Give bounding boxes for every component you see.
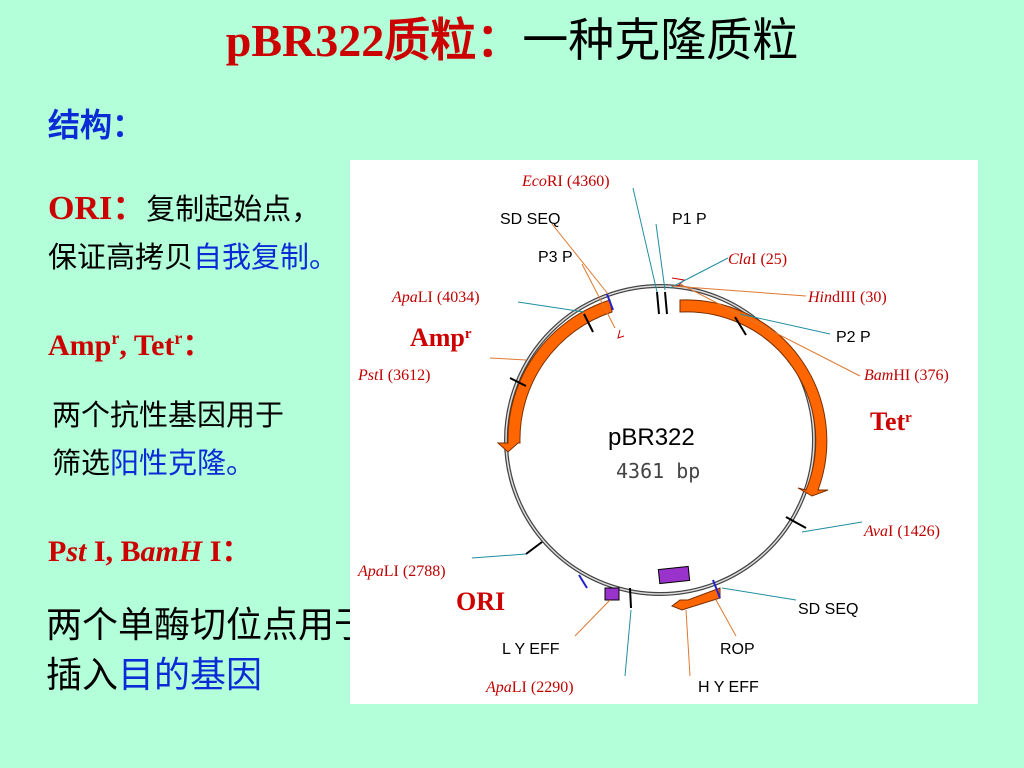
rop-arrow bbox=[670, 587, 721, 611]
psti-label: PstI (3612) bbox=[357, 367, 430, 384]
resistance-description-line2: 筛选阳性克隆。 bbox=[52, 446, 256, 480]
l-y-eff-label: L Y EFF bbox=[502, 641, 560, 658]
tet-label: Tetr bbox=[870, 407, 912, 436]
restriction-sites-heading: Pst I, BamH I： bbox=[48, 535, 252, 568]
apali-2788-tick bbox=[525, 541, 543, 555]
rop-label: ROP bbox=[720, 641, 755, 658]
psti-tick bbox=[509, 377, 527, 387]
sd-seq-tick bbox=[606, 293, 614, 311]
apali-2290-tick bbox=[629, 587, 632, 609]
sd-seq-bottom-label: SD SEQ bbox=[798, 601, 858, 618]
apali-2290-label: ApaLI (2290) bbox=[485, 679, 574, 696]
resistance-description-line1: 两个抗性基因用于 bbox=[52, 398, 285, 432]
ori-marker bbox=[604, 587, 620, 601]
p1p-label: P1 P bbox=[672, 211, 707, 228]
h-y-eff-tick bbox=[712, 579, 721, 599]
ori-description-line1: ORI：复制起始点， bbox=[48, 190, 321, 227]
page-title: pBR322质粒：一种克隆质粒 bbox=[225, 13, 799, 67]
aval-label: AvaI (1426) bbox=[863, 523, 940, 540]
ecori-label: EcoRI (4360) bbox=[521, 173, 610, 190]
rop-marker bbox=[657, 565, 691, 585]
bamhi-tick bbox=[734, 316, 747, 336]
apali-4034-tick bbox=[583, 313, 594, 333]
ori-map-label: ORI bbox=[456, 587, 505, 616]
amp-gene-arrow bbox=[496, 299, 613, 453]
sd-seq-top-label: SD SEQ bbox=[500, 211, 560, 228]
plasmid-map-panel: pBR322 4361 bp Ampr Tetr ORI EcoRI (4360… bbox=[350, 160, 978, 704]
structure-heading: 结构： bbox=[48, 106, 145, 144]
plasmid-map: pBR322 4361 bp Ampr Tetr ORI EcoRI (4360… bbox=[357, 173, 949, 696]
p2p-label: P2 P bbox=[836, 329, 871, 346]
plasmid-name: pBR322 bbox=[608, 424, 695, 451]
resistance-heading: Ampr, Tetr： bbox=[48, 328, 213, 362]
clai-label: ClaI (25) bbox=[728, 251, 787, 268]
tet-gene-arrow bbox=[679, 299, 829, 497]
ecori-tick bbox=[656, 291, 660, 315]
amp-label: Ampr bbox=[410, 323, 472, 352]
plasmid-size: 4361 bp bbox=[616, 459, 700, 483]
l-y-eff-tick bbox=[578, 574, 588, 589]
restriction-sites-description-line1: 两个单酶切位点用于 bbox=[46, 605, 371, 646]
restriction-sites-description-line2: 插入目的基因 bbox=[46, 655, 263, 696]
apali-2788-label: ApaLI (2788) bbox=[357, 563, 446, 580]
ori-description-line2: 保证高拷贝自我复制。 bbox=[48, 240, 339, 274]
hindiii-label: HindIII (30) bbox=[807, 289, 887, 306]
p3p-label: P3 P bbox=[538, 249, 573, 266]
apali-4034-label: ApaLI (4034) bbox=[391, 289, 480, 306]
h-y-eff-label: H Y EFF bbox=[698, 679, 759, 696]
aval-tick bbox=[785, 516, 807, 529]
bamhi-label: BamHI (376) bbox=[864, 367, 949, 384]
hindiii-tick bbox=[664, 291, 668, 315]
